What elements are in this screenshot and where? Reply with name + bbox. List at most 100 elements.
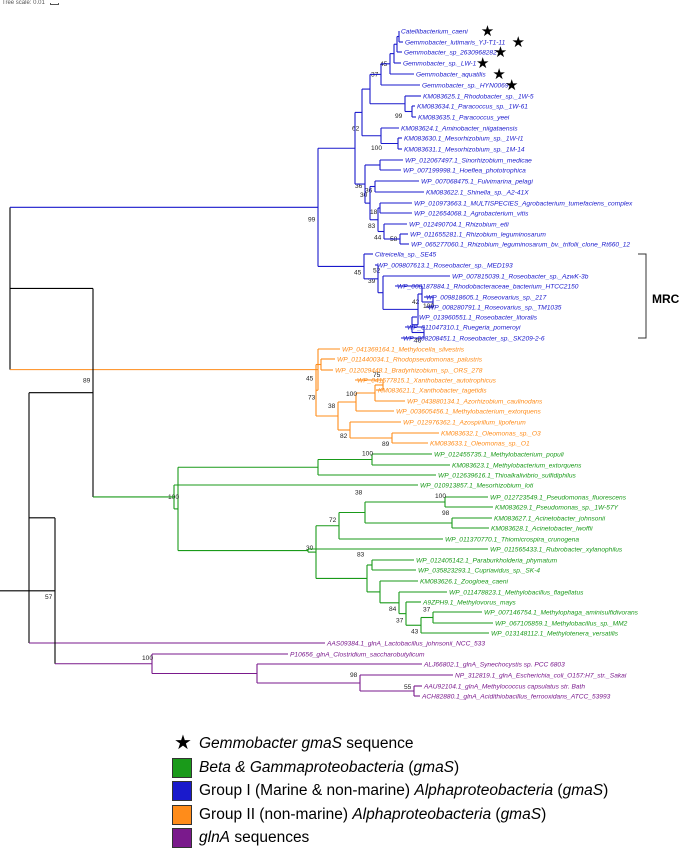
- leaf-label: WP_065277060.1_Rhizobium_leguminosarum_b…: [411, 241, 630, 248]
- gemmobacter-star-icon: ★: [505, 76, 518, 94]
- leaf-label: WP_009807613.1_Roseobacter_sp._MED193: [377, 262, 513, 269]
- legend-swatch: [172, 781, 192, 801]
- bootstrap-label: 100: [371, 145, 382, 152]
- bootstrap-label: 89: [83, 378, 91, 385]
- legend-swatch: [172, 828, 192, 848]
- leaf-label: WP_011478823.1_Methylobacillus_flagellat…: [449, 589, 584, 596]
- bootstrap-label: 30: [360, 192, 368, 199]
- leaf-label: KM083621.1_Xanthobacter_tagetidis: [378, 387, 487, 394]
- bootstrap-label: 99: [395, 113, 403, 120]
- leaf-label: WP_010973663.1_MULTISPECIES_Agrobacteriu…: [414, 200, 633, 207]
- leaf-label: KM083625.1_Rhodobacter_sp._1W-5: [423, 93, 534, 100]
- legend-item: Group II (non-marine) Alphaproteobacteri…: [172, 804, 672, 827]
- leaf-label: WP_035823293.1_Cupriavidus_sp._SK-4: [418, 567, 540, 574]
- gemmobacter-star-icon: ★: [492, 65, 505, 83]
- leaf-label: KM083624.1_Aminobacter_niigataensis: [401, 125, 518, 132]
- leaf-label: WP_043880134.1_Azorhizobium_caulinodans: [407, 398, 543, 405]
- leaf-label: WP_008280791.1_Roseovarius_sp._TM1035: [428, 304, 562, 311]
- bootstrap-label: 44: [374, 235, 382, 242]
- bootstrap-label: 100: [346, 391, 357, 398]
- bootstrap-label: 100: [142, 655, 153, 662]
- leaf-label: P10656_glnA_Clostridium_saccharobutylicu…: [290, 651, 425, 658]
- leaf-label: WP_012455735.1_Methylobacterium_populi: [434, 451, 564, 458]
- gemmobacter-star-icon: ★: [512, 33, 525, 51]
- leaf-label: WP_012976362.1_Azospirillum_lipoferum: [403, 419, 526, 426]
- leaf-label: KM083630.1_Mesorhizobium_sp._1W-I1: [404, 135, 524, 142]
- gemmobacter-star-icon: ★: [476, 54, 489, 72]
- tree-scale-bar: [50, 3, 59, 5]
- leaf-label: WP_009818605.1_Roseovarius_sp._217: [426, 294, 547, 301]
- bootstrap-label: 73: [308, 395, 316, 402]
- leaf-label: NP_312819.1_glnA_Escherichia_coli_O157:H…: [455, 672, 627, 679]
- leaf-label: WP_011655281.1_Rhizobium_leguminosarum: [410, 231, 546, 238]
- star-icon: ★: [174, 730, 192, 754]
- bootstrap-label: 43: [411, 628, 419, 635]
- bootstrap-label: 36: [355, 183, 363, 190]
- leaf-label: KM083628.1_Acinetobacter_lwoffii: [491, 525, 593, 532]
- bootstrap-label: 72: [329, 517, 337, 524]
- leaf-label: ALJ66802.1_glnA_Synechocystis sp. PCC 68…: [423, 661, 565, 668]
- leaf-label: WP_067105859.1_Methylobacillus_sp._MM2: [495, 620, 628, 627]
- leaf-label: WP_012654068.1_Agrobacterium_vitis: [414, 210, 529, 217]
- bootstrap-label: 82: [340, 433, 348, 440]
- leaf-label: WP_007146754.1_Methylophaga_aminisulfidi…: [484, 609, 639, 616]
- leaf-label: KM083633.1_Oleomonas_sp._O1: [430, 440, 530, 447]
- leaf-label: KM083635.1_Paracoccus_yeei: [418, 114, 510, 121]
- leaf-label: WP_041369164.1_Methylocella_silvestris: [342, 346, 465, 353]
- mrc-bracket: [638, 253, 647, 339]
- legend-item: ★ Gemmobacter gmaS sequence: [172, 730, 672, 756]
- bootstrap-label: 75: [373, 372, 381, 379]
- bootstrap-label: 18: [370, 209, 378, 216]
- bootstrap-label: 62: [352, 125, 360, 132]
- bootstrap-label: 98: [350, 672, 358, 679]
- bootstrap-label: 37: [396, 618, 404, 625]
- mrc-clade-label: MRC: [652, 292, 680, 306]
- leaf-label: Gemmobacter_sp._LW-1: [403, 60, 477, 67]
- bootstrap-label: 45: [354, 269, 362, 276]
- bootstrap-label: 39: [368, 278, 376, 285]
- leaf-label: WP_012639616.1_Thioalkalivibrio_sulfidip…: [438, 472, 577, 479]
- leaf-label: WP_003605456.1_Methylobacterium_extorque…: [396, 408, 541, 415]
- leaf-label: WP_011047310.1_Ruegeria_pomeroyi: [407, 324, 521, 331]
- bootstrap-label: 98: [442, 510, 450, 517]
- leaf-label: KM083627.1_Acinetobacter_johnsonii: [494, 515, 606, 522]
- legend-swatch: [172, 757, 192, 778]
- leaf-label: WP_013148112.1_Methylotenera_versatilis: [491, 630, 619, 637]
- bootstrap-label: 100: [362, 451, 373, 458]
- leaf-label: Gemmobacter_lutimaris_YJ-T1-11: [405, 39, 506, 46]
- legend-item: glnA sequences: [172, 827, 672, 850]
- leaf-label: WP_011565433.1_Rubrobacter_xylanophilus: [490, 546, 623, 553]
- bootstrap-label: 89: [382, 441, 390, 448]
- leaf-label: WP_008187884.1_Rhodobacteraceae_bacteriu…: [397, 283, 579, 290]
- leaf-label: WP_007199998.1_Hoeflea_phototrophica: [403, 167, 526, 174]
- leaf-label: WP_012490704.1_Rhizobium_etli: [409, 221, 509, 228]
- bootstrap-label: 38: [355, 490, 363, 497]
- bootstrap-label: 55: [404, 684, 412, 691]
- leaf-label: AAS09384.1_glnA_Lactobacillus_johnsonii_…: [326, 640, 485, 647]
- tree-canvas: 4537991006236185844833036100424652394599…: [0, 22, 647, 700]
- bootstrap-label: 36: [365, 188, 373, 195]
- leaf-label: WP_011370770.1_Thiomicrospira_crunogena: [445, 536, 579, 543]
- legend-label: glnA sequences: [199, 829, 310, 846]
- bootstrap-label: 57: [45, 594, 53, 601]
- leaf-label: KM083623.1_Methylobacterium_extorquens: [452, 462, 582, 469]
- bootstrap-label: 45: [306, 375, 314, 382]
- bootstrap-label: 42: [412, 299, 420, 306]
- bootstrap-label: 46: [414, 338, 422, 345]
- legend-item: Group I (Marine & non-marine) Alphaprote…: [172, 780, 672, 803]
- bootstrap-label: 83: [368, 223, 376, 230]
- legend-label: Gemmobacter gmaS sequence: [199, 735, 414, 752]
- leaf-label: KM083626.1_Zoogloea_caeni: [420, 578, 509, 585]
- leaf-label: WP_007068475.1_Fulvimarina_pelagi: [421, 178, 533, 185]
- legend-label: Group I (Marine & non-marine) Alphaprote…: [199, 782, 609, 799]
- bootstrap-label: 52: [373, 268, 381, 275]
- leaf-label: WP_012723549.1_Pseudomonas_fluorescens: [490, 494, 627, 501]
- leaf-label: WP_012405142.1_Paraburkholderia_phymatum: [416, 557, 558, 564]
- bootstrap-label: 38: [328, 403, 336, 410]
- bootstrap-label: 100: [435, 493, 446, 500]
- leaf-label: WP_013960551.1_Roseobacter_litoralis: [419, 314, 538, 321]
- gemmobacter-star-icon: ★: [494, 43, 507, 61]
- leaf-label: KM083631.1_Mesorhizobium_sp._1M-14: [404, 146, 525, 153]
- leaf-label: Gemmobacter_sp_2630968282: [404, 49, 497, 56]
